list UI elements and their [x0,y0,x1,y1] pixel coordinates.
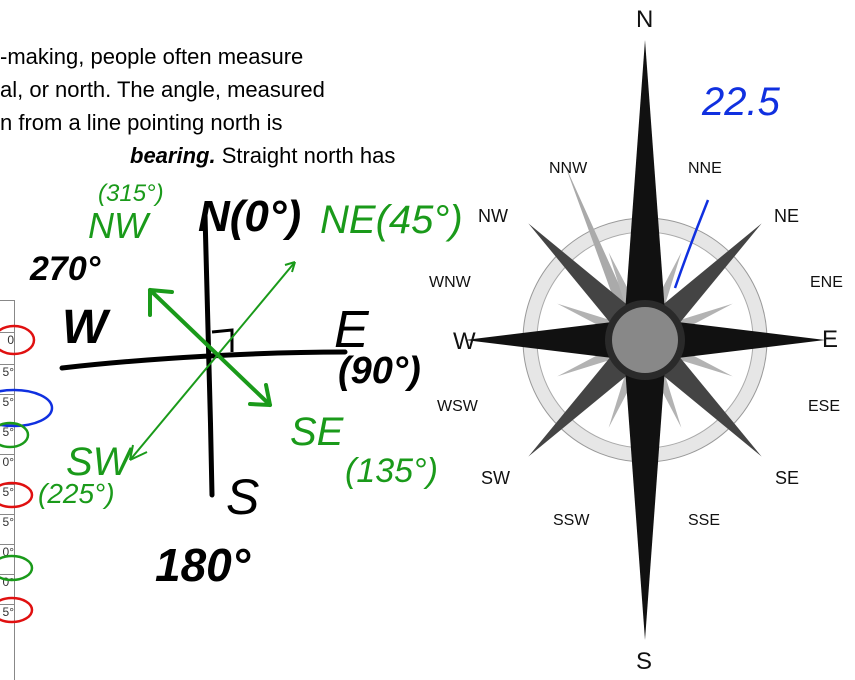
compass-label-wnw: WNW [429,274,471,291]
compass-label-se: SE [775,468,800,488]
compass-label-sw: SW [481,468,510,488]
paragraph-line-3: n from a line pointing north is [0,110,283,135]
paragraph-line-4-rest: Straight north has [215,143,396,168]
hand-label-south: S [226,469,260,525]
table-cell: 5° [0,514,14,538]
compass-label-n: N [636,6,654,33]
hand-label-270: 270° [30,250,101,288]
table-cell: 5° [0,364,14,388]
table-cell: 0° [0,544,14,568]
compass-label-ene: ENE [810,274,843,291]
hand-label-east: E [334,301,369,359]
compass-label-ne: NE [774,206,800,226]
compass-label-e: E [822,326,839,353]
paragraph-line-2: al, or north. The angle, measured [0,77,325,102]
bearing-term: bearing. [130,143,216,168]
compass-label-sse: SSE [688,512,721,529]
table-cell: 0° [0,454,14,478]
paragraph-line-4: bearing. Straight north has [0,139,500,172]
hand-label-ne: NE(45°) [320,198,463,242]
table-cell [0,300,14,324]
table-cell: 0° [0,574,14,598]
table-cell: 5° [0,424,14,448]
compass-label-w: W [453,328,476,355]
hand-label-east-deg: (90°) [338,350,421,392]
compass-label-ese: ESE [808,398,841,415]
paragraph: -making, people often measure al, or nor… [0,40,500,172]
hand-label-nw-deg: (315°) [98,180,164,207]
compass-label-ssw: SSW [553,512,590,529]
hand-label-north: N(0°) [198,192,302,241]
compass-label-nnw: NNW [549,160,588,177]
compass-label-s: S [636,648,653,675]
paragraph-line-1: -making, people often measure [0,44,304,69]
table-cell: 0 [0,332,14,356]
hand-label-nne-deg: 22.5 [702,80,780,124]
table-cell: 5° [0,484,14,508]
compass-label-nne: NNE [688,160,722,177]
table-cell: 5° [0,604,14,628]
hand-label-se: SE [290,410,344,454]
hand-label-180: 180° [155,539,251,591]
hand-label-west: W [62,301,108,354]
bearing-table-fragment: 0 5° 5° 5° 0° 5° 5° 0° 0° 5° [0,300,15,680]
table-cell: 5° [0,394,14,418]
hand-label-nw: NW [88,205,148,246]
hand-label-se-deg: (135°) [345,452,438,490]
hand-label-sw-deg: (225°) [38,478,115,509]
compass-label-nw: NW [478,206,508,226]
compass-label-wsw: WSW [437,398,478,415]
hand-label-sw: SW [66,440,131,484]
